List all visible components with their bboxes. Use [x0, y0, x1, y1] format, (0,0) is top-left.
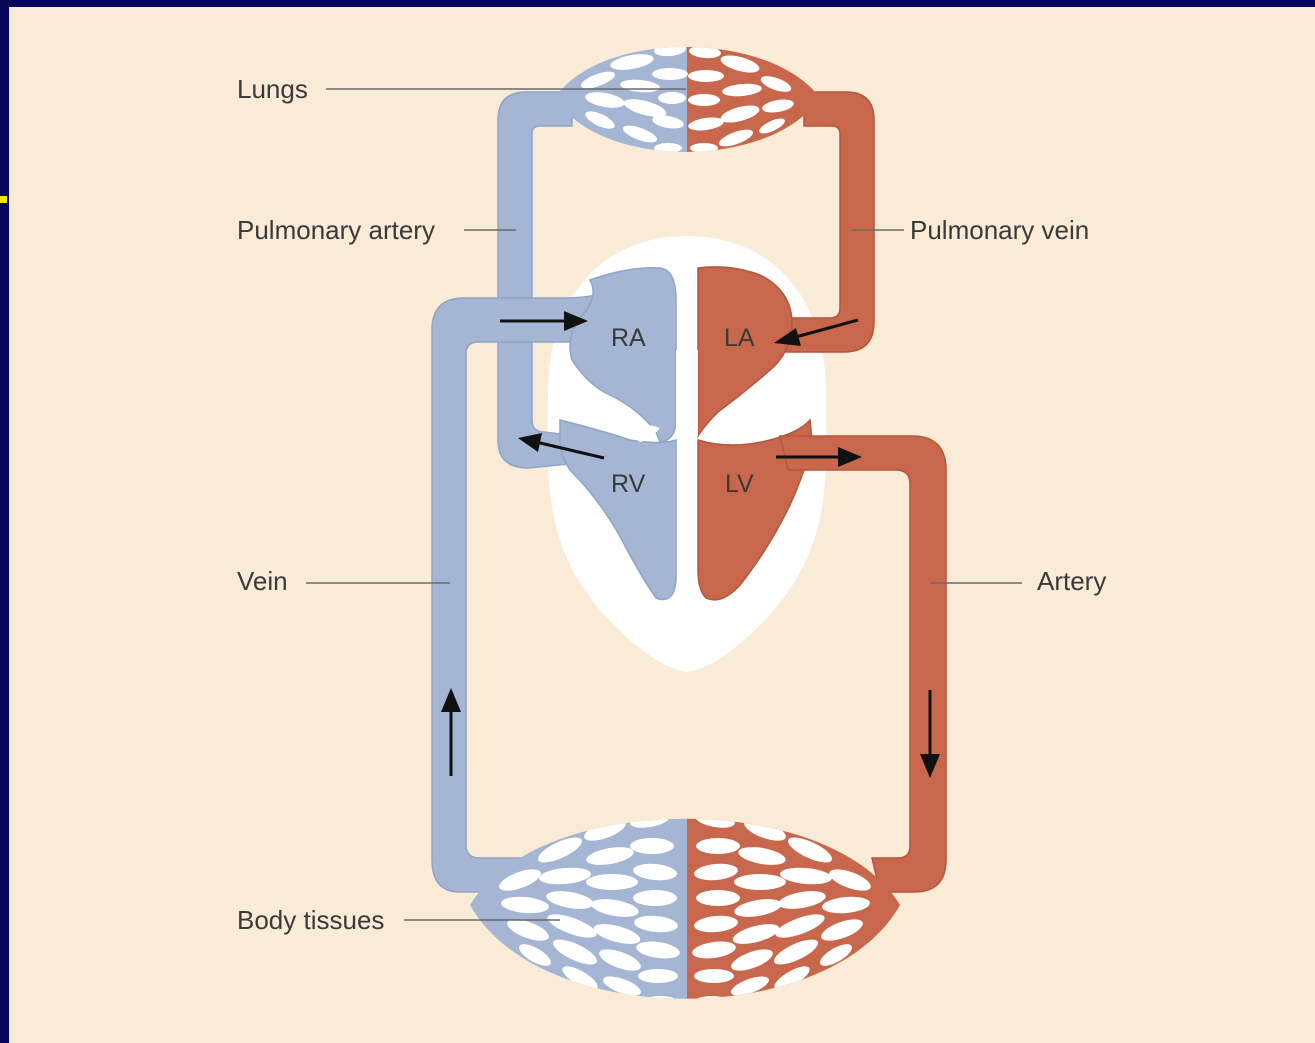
- chamber-la: LA: [724, 324, 755, 352]
- chamber-lv: LV: [725, 470, 754, 498]
- body-tissues-capillary-bed: [470, 810, 900, 1008]
- chamber-ra: RA: [611, 324, 646, 352]
- label-artery: Artery: [1037, 566, 1106, 596]
- label-pulmonary-vein: Pulmonary vein: [910, 215, 1089, 245]
- label-lungs: Lungs: [237, 74, 308, 104]
- lungs-capillary-bed: [555, 43, 820, 153]
- chamber-rv: RV: [611, 470, 646, 498]
- label-vein: Vein: [237, 566, 288, 596]
- label-pulmonary-artery: Pulmonary artery: [237, 215, 435, 245]
- label-body-tissues: Body tissues: [237, 905, 384, 935]
